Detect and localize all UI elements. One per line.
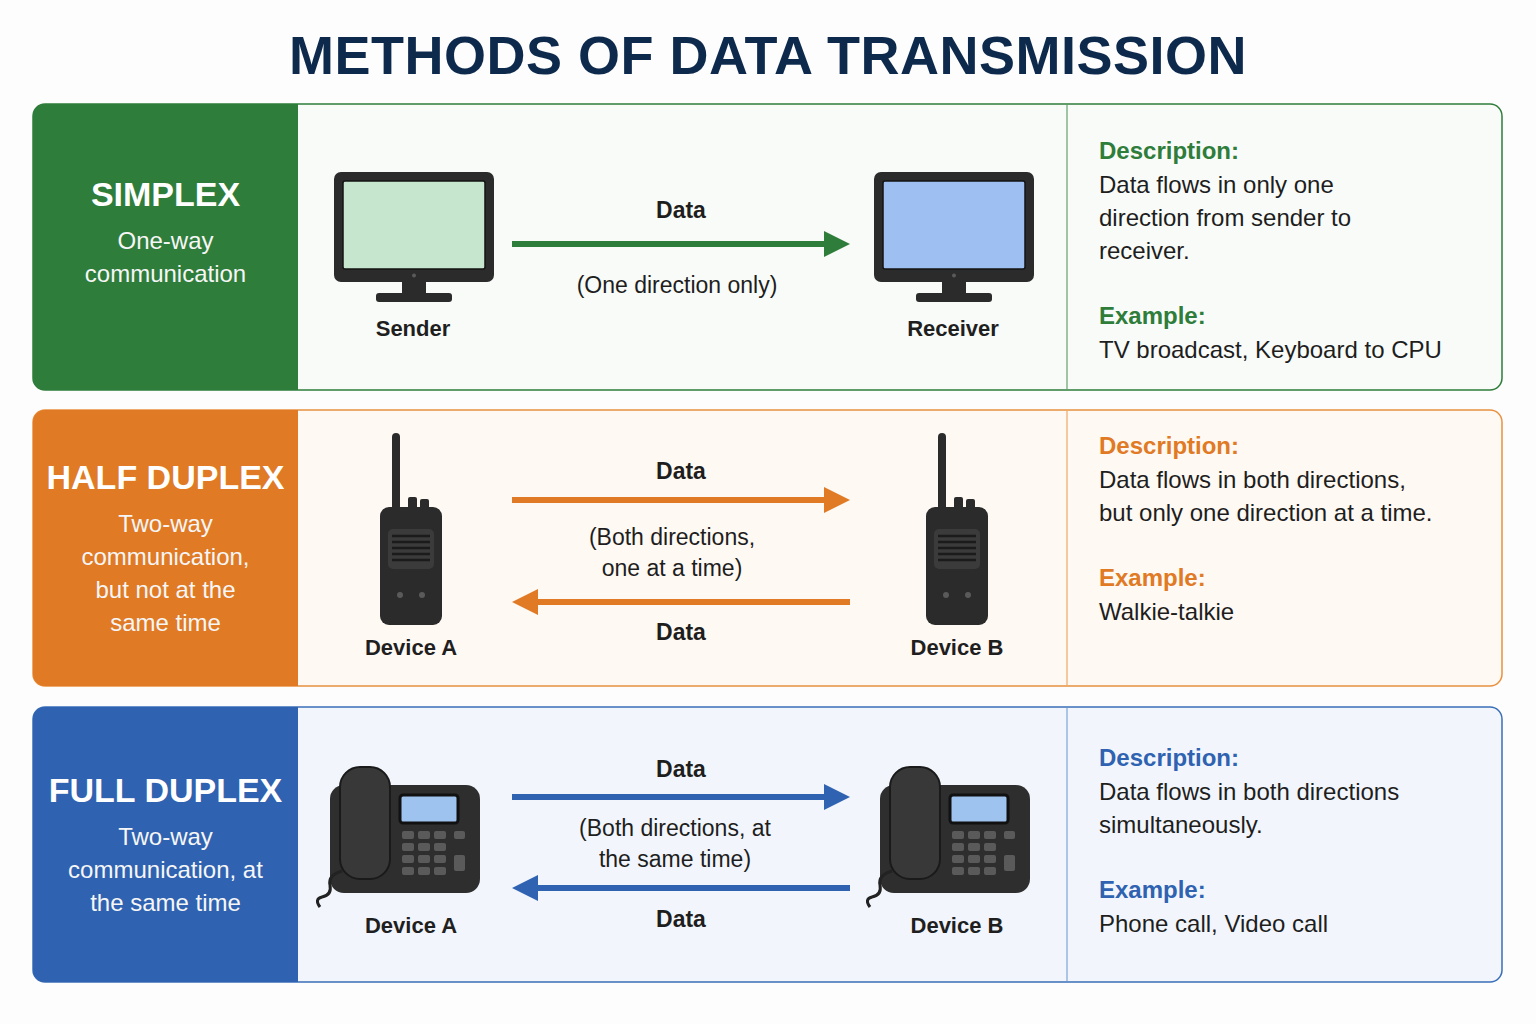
example-heading: Example: <box>1099 875 1502 905</box>
method-summary: Two-way communication, but not at the sa… <box>66 507 266 639</box>
description-heading: Description: <box>1099 743 1502 773</box>
direction-note: (Both directions, one at a time) <box>570 522 775 584</box>
description-text: Data flows in both directions simultaneo… <box>1099 775 1439 841</box>
sender-monitor <box>334 172 494 302</box>
edge-label: Data <box>621 755 741 783</box>
method-name: SIMPLEX <box>91 174 240 214</box>
device-label: Device B <box>850 634 1064 662</box>
description-heading: Description: <box>1099 431 1502 461</box>
device-label: Device A <box>310 634 512 662</box>
description-panel: Description:Data flows in both direction… <box>1067 707 1502 982</box>
method-name: HALF DUPLEX <box>47 457 285 497</box>
example-text: Walkie-talkie <box>1099 595 1499 628</box>
device-label: Device A <box>310 912 512 940</box>
panel-divider <box>1066 411 1068 685</box>
row-panel <box>33 104 1502 390</box>
diagram-title: METHODS OF DATA TRANSMISSION <box>0 22 1536 88</box>
panel-divider <box>1066 105 1068 389</box>
walkie-talkie-a <box>380 433 442 625</box>
method-summary: Two-way communication, at the same time <box>66 820 266 919</box>
walkie-talkie-b <box>926 433 988 625</box>
direction-note: (Both directions, at the same time) <box>573 813 778 875</box>
example-text: TV broadcast, Keyboard to CPU <box>1099 333 1499 366</box>
method-name: FULL DUPLEX <box>49 770 283 810</box>
edge-label: Data <box>621 905 741 933</box>
phone-b <box>867 767 1030 907</box>
device-node: Sender <box>314 165 512 343</box>
receiver-monitor <box>874 172 1034 302</box>
example-heading: Example: <box>1099 563 1502 593</box>
direction-note: (One direction only) <box>547 270 807 301</box>
data-arrow <box>512 497 826 503</box>
row-panel <box>33 410 1502 686</box>
example-text: Phone call, Video call <box>1099 907 1499 940</box>
edge-label: Data <box>621 196 741 224</box>
device-label: Receiver <box>850 315 1056 343</box>
data-arrow <box>536 885 850 891</box>
description-panel: Description:Data flows in only one direc… <box>1067 104 1502 390</box>
device-node: Device B <box>850 760 1064 940</box>
device-label: Device B <box>850 912 1064 940</box>
method-summary: One-way communication <box>56 224 276 290</box>
device-node: Receiver <box>850 165 1056 343</box>
data-arrow <box>512 794 826 800</box>
description-panel: Description:Data flows in both direction… <box>1067 410 1502 686</box>
device-node: Device B <box>850 428 1064 662</box>
method-band: HALF DUPLEX Two-way communication, but no… <box>33 410 298 686</box>
phone-a <box>317 767 480 907</box>
description-text: Data flows in both directions, but only … <box>1099 463 1439 529</box>
edge-label: Data <box>621 618 741 646</box>
row-panel <box>33 707 1502 982</box>
description-text: Data flows in only one direction from se… <box>1099 168 1361 267</box>
data-arrow <box>536 599 850 605</box>
device-label: Sender <box>314 315 512 343</box>
edge-label: Data <box>621 457 741 485</box>
description-heading: Description: <box>1099 136 1502 166</box>
device-node: Device A <box>310 428 512 662</box>
example-heading: Example: <box>1099 301 1502 331</box>
method-band: FULL DUPLEX Two-way communication, at the… <box>33 707 298 982</box>
data-arrow <box>512 241 826 247</box>
panel-divider <box>1066 708 1068 981</box>
device-node: Device A <box>310 760 512 940</box>
method-band: SIMPLEX One-way communication <box>33 104 298 390</box>
